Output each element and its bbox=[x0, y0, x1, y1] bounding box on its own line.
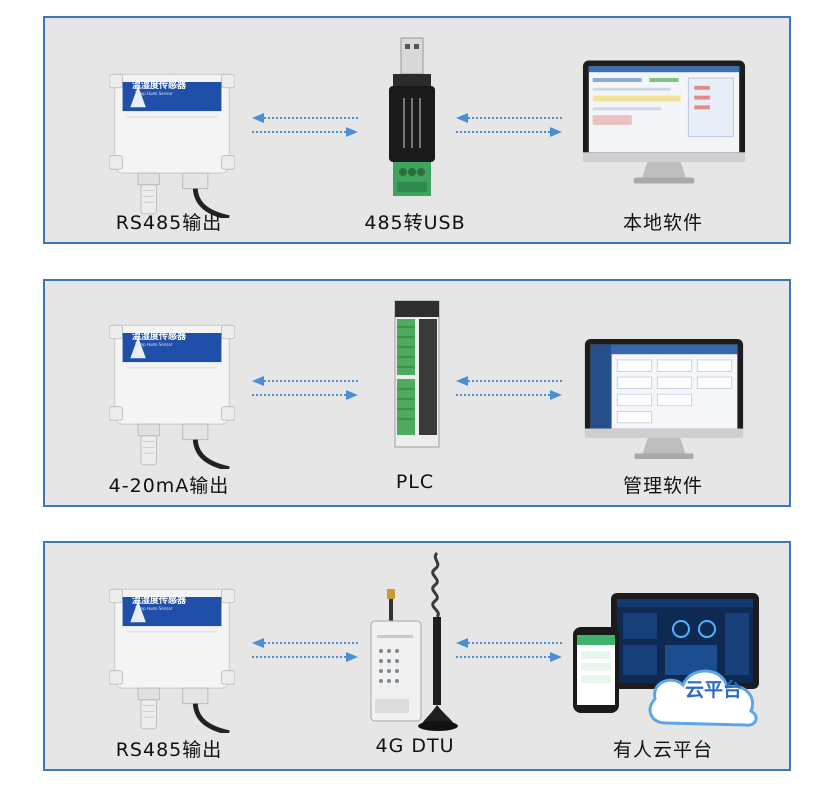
sensor-badge-sub: Temp Humi Sensor bbox=[135, 91, 173, 96]
panel-rs485-usb: 温湿度传感器 Temp Humi Sensor RS485输出 485转USB … bbox=[43, 16, 791, 244]
bidirectional-arrow-icon bbox=[252, 376, 358, 400]
panel-rs485-dtu: 温湿度传感器 Temp Humi Sensor bbox=[43, 541, 791, 771]
bidirectional-arrow-icon bbox=[456, 113, 562, 137]
dtu-antenna-icon bbox=[370, 551, 458, 731]
usb-converter-icon bbox=[389, 37, 435, 196]
right-label: 管理软件 bbox=[622, 475, 704, 497]
left-label: RS485输出 bbox=[115, 212, 223, 234]
bidirectional-arrow-icon bbox=[252, 638, 358, 662]
right-label: 有人云平台 bbox=[612, 739, 714, 761]
sensor-badge-sub: Temp Humi Sensor bbox=[135, 342, 173, 347]
cloud-platform-icon bbox=[573, 593, 759, 727]
middle-label: 4G DTU bbox=[375, 735, 455, 757]
left-label: 4-20mA输出 bbox=[108, 475, 230, 497]
bidirectional-arrow-icon bbox=[456, 376, 562, 400]
sensor-badge-text: 温湿度传感器 bbox=[132, 596, 187, 606]
right-label: 本地软件 bbox=[622, 212, 704, 234]
bidirectional-arrow-icon bbox=[252, 113, 358, 137]
bidirectional-arrow-icon bbox=[456, 638, 562, 662]
left-label: RS485输出 bbox=[115, 739, 223, 761]
desktop-monitor-icon bbox=[581, 58, 747, 186]
sensor-badge-sub: Temp Humi Sensor bbox=[135, 606, 173, 611]
plc-module-icon bbox=[394, 300, 440, 448]
sensor-badge-text: 温湿度传感器 bbox=[132, 332, 187, 342]
panel-4-20ma-plc: 温湿度传感器 Temp Humi Sensor 4-20mA输出 PLC 管理软… bbox=[43, 279, 791, 507]
desktop-monitor-icon bbox=[583, 337, 745, 461]
sensor-badge-text: 温湿度传感器 bbox=[132, 81, 187, 91]
middle-label: 485转USB bbox=[364, 212, 466, 234]
cloud-text: 云平台 bbox=[685, 679, 743, 701]
middle-label: PLC bbox=[395, 471, 435, 493]
